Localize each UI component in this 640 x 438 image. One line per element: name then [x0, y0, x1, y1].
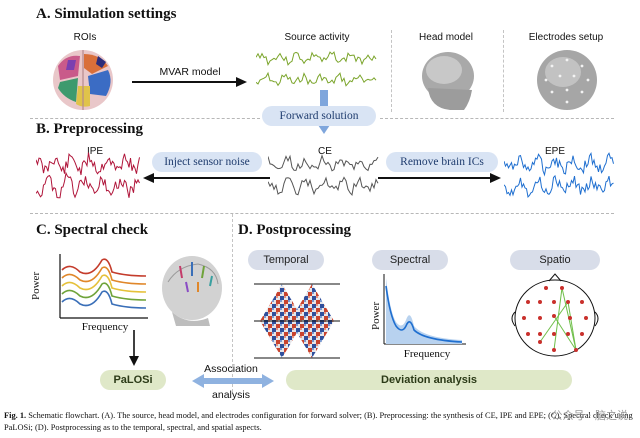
head-electrodes-image	[162, 256, 222, 326]
section-c-title: C. Spectral check	[36, 222, 149, 238]
head-model-label: Head model	[419, 32, 473, 43]
spectral-plot	[383, 274, 466, 345]
spectrum-blue	[61, 290, 147, 309]
association-label-line1: Association	[204, 363, 258, 375]
ce-wave-2	[268, 176, 379, 196]
spectrum-orange	[61, 266, 147, 285]
deviation-analysis-pill: Deviation analysis	[286, 370, 572, 390]
ce-label: CE	[318, 146, 332, 157]
mvar-model-label: MVAR model	[159, 66, 221, 78]
spectral-check-ylabel: Power	[30, 271, 42, 300]
inject-sensor-noise-pill: Inject sensor noise	[152, 152, 262, 172]
divider-ab-right	[380, 118, 614, 119]
section-d-title: D. Postprocessing	[238, 222, 352, 238]
electrodes-setup-label: Electrodes setup	[528, 32, 604, 43]
spectral-pill: Spectral	[372, 250, 448, 270]
rois-label: ROIs	[73, 32, 97, 43]
ipe-label: IPE	[86, 146, 104, 157]
epe-waves	[504, 151, 614, 198]
spectrum-yellow	[61, 274, 147, 293]
ipe-wave-1	[36, 152, 140, 176]
section-a-title: A. Simulation settings	[36, 6, 177, 22]
spectral-ylabel: Power	[370, 301, 382, 330]
inject-noise-arrow	[143, 173, 270, 183]
epe-wave-2	[504, 174, 614, 198]
spatio-pill: Spatio	[510, 250, 600, 270]
divider-a-1	[391, 30, 392, 112]
source-activity-waves	[256, 51, 377, 87]
spatio-topomap	[511, 273, 599, 357]
remove-brain-ics-pill: Remove brain ICs	[386, 152, 498, 172]
section-b-title: B. Preprocessing	[36, 121, 143, 137]
divider-bc	[30, 213, 614, 214]
divider-a-2	[503, 30, 504, 112]
head-model-image	[422, 52, 474, 110]
spectrum-green	[61, 282, 147, 301]
source-activity-label: Source activity	[284, 32, 350, 43]
ipe-wave-2	[36, 171, 140, 199]
temporal-pill: Temporal	[248, 250, 324, 270]
mvar-arrow	[132, 77, 247, 87]
ce-waves	[268, 153, 379, 196]
electrodes-setup-image	[537, 50, 597, 110]
epe-label: EPE	[544, 146, 565, 157]
remove-ics-arrow	[378, 173, 501, 183]
spectral-check-xlabel: Frequency	[81, 321, 129, 333]
caption-text: Schematic flowchart. (A). The source, he…	[4, 411, 633, 432]
association-label-line2: analysis	[212, 389, 250, 401]
brain-rois-image	[53, 50, 113, 110]
spectral-check-plot	[59, 254, 148, 319]
caption-fig-label: Fig. 1.	[4, 411, 27, 420]
ce-wave-1	[268, 153, 379, 172]
divider-cd	[232, 214, 233, 392]
spectrum-red	[61, 258, 147, 277]
source-wave-2	[256, 71, 377, 87]
temporal-matrix	[254, 283, 340, 359]
association-double-arrow	[192, 374, 274, 388]
ipe-waves	[36, 152, 140, 199]
watermark: 公众号 · 脑之说	[551, 409, 629, 422]
epe-wave-1	[504, 151, 614, 177]
palosi-pill: PaLOSi	[100, 370, 166, 390]
divider-ab-left	[30, 118, 260, 119]
forward-solution-pill: Forward solution	[262, 106, 376, 126]
source-wave-1	[256, 51, 377, 66]
figure-caption: Fig. 1. Schematic flowchart. (A). The so…	[4, 410, 636, 434]
palosi-arrow	[129, 330, 139, 366]
spectral-xlabel: Frequency	[403, 348, 451, 360]
